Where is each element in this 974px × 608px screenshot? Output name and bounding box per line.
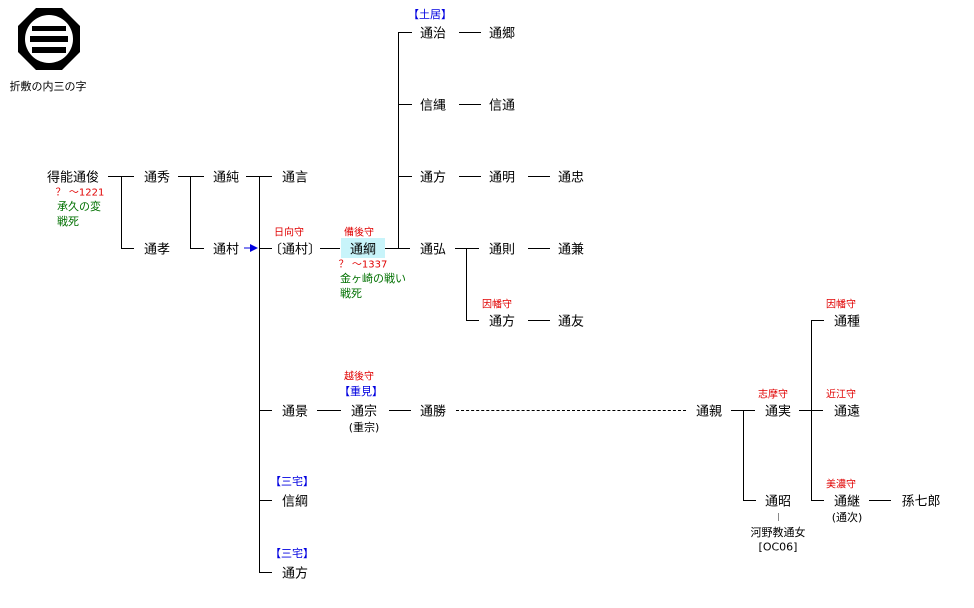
person[interactable]: 通親 <box>695 404 723 420</box>
clan-label: 【三宅】 <box>270 547 314 560</box>
line <box>811 320 812 500</box>
title: 日向守 <box>274 227 304 239</box>
person[interactable]: 通兼 <box>557 242 585 258</box>
title: 因幡守 <box>826 299 856 311</box>
arrow-icon <box>244 244 258 252</box>
person[interactable]: 通友 <box>557 314 585 330</box>
title: 志摩守 <box>758 389 788 401</box>
line <box>398 176 412 177</box>
person[interactable]: 通方 <box>419 170 447 186</box>
note-line: 承久の変 <box>57 200 101 213</box>
line <box>398 32 399 248</box>
clan-label: 【土居】 <box>408 8 452 21</box>
person[interactable]: 通忠 <box>557 170 585 186</box>
line <box>190 176 191 248</box>
line <box>121 248 134 249</box>
spouse-ref[interactable]: [OC06] <box>758 540 798 554</box>
person-michitsuna[interactable]: 通綱 <box>349 242 377 258</box>
line <box>459 32 481 33</box>
line <box>466 320 479 321</box>
title: 因幡守 <box>482 299 512 311</box>
person[interactable]: 通孝 <box>143 242 171 258</box>
note: 金ヶ崎の戦い戦死 <box>340 271 406 301</box>
person[interactable]: 通昭 <box>764 494 792 510</box>
line <box>528 248 550 249</box>
person[interactable]: 信綱 <box>281 494 309 510</box>
person[interactable]: 〔通村〕 <box>268 242 322 258</box>
line <box>778 513 779 521</box>
line <box>259 248 272 249</box>
line <box>869 500 891 501</box>
line <box>459 176 481 177</box>
line <box>389 410 411 411</box>
person[interactable]: 通方 <box>488 314 516 330</box>
highlight-box <box>341 238 385 258</box>
person[interactable]: 通郷 <box>488 26 516 42</box>
dates: ？ ～1337 <box>338 259 388 271</box>
person[interactable]: 通言 <box>281 170 309 186</box>
alt-name: (重宗) <box>348 421 380 434</box>
line <box>259 410 272 411</box>
person[interactable]: 通種 <box>833 314 861 330</box>
note-line: 戦死 <box>340 287 362 300</box>
line <box>259 500 272 501</box>
line <box>385 248 410 249</box>
person-tokunou-michitoshi[interactable]: 得能通俊 <box>46 170 100 186</box>
line <box>178 176 204 177</box>
title: 美濃守 <box>826 479 856 491</box>
person[interactable]: 通継 <box>833 494 861 510</box>
line <box>743 500 756 501</box>
clan-label: 【三宅】 <box>270 475 314 488</box>
title: 近江守 <box>826 389 856 401</box>
note-line: 戦死 <box>57 215 79 228</box>
line <box>320 248 340 249</box>
line <box>743 410 744 500</box>
person[interactable]: 通勝 <box>419 404 447 420</box>
line <box>259 572 272 573</box>
line <box>466 248 467 320</box>
note-line: 金ヶ崎の戦い <box>340 272 406 285</box>
title: 備後守 <box>344 227 374 239</box>
dates: ？ ～1221 <box>55 187 105 199</box>
line <box>190 248 204 249</box>
line <box>317 410 341 411</box>
spouse-note: 河野教通女 <box>750 526 806 539</box>
person[interactable]: 通宗 <box>350 404 378 420</box>
line <box>398 104 412 105</box>
note: 承久の変戦死 <box>57 199 101 229</box>
person[interactable]: 通秀 <box>143 170 171 186</box>
crest-icon <box>18 8 80 70</box>
title: 越後守 <box>344 371 374 383</box>
clan-label: 【重見】 <box>339 385 383 398</box>
line <box>455 248 479 249</box>
person[interactable]: 通村 <box>212 242 240 258</box>
person[interactable]: 通遠 <box>833 404 861 420</box>
person[interactable]: 通明 <box>488 170 516 186</box>
person[interactable]: 通純 <box>212 170 240 186</box>
line <box>528 176 550 177</box>
crest-caption: 折敷の内三の字 <box>9 80 87 93</box>
person[interactable]: 通実 <box>764 404 792 420</box>
line <box>811 500 824 501</box>
person[interactable]: 通方 <box>281 566 309 582</box>
person[interactable]: 通弘 <box>419 242 447 258</box>
person[interactable]: 通治 <box>419 26 447 42</box>
person[interactable]: 通則 <box>488 242 516 258</box>
alt-name: (通次) <box>831 511 863 524</box>
person[interactable]: 信通 <box>488 98 516 114</box>
line <box>528 320 550 321</box>
line <box>121 176 122 248</box>
line <box>259 176 260 572</box>
line <box>398 32 412 33</box>
line <box>811 320 824 321</box>
line <box>459 104 481 105</box>
dashed-line <box>456 410 686 411</box>
person[interactable]: 孫七郎 <box>901 494 941 510</box>
person[interactable]: 通景 <box>281 404 309 420</box>
person[interactable]: 信縄 <box>419 98 447 114</box>
